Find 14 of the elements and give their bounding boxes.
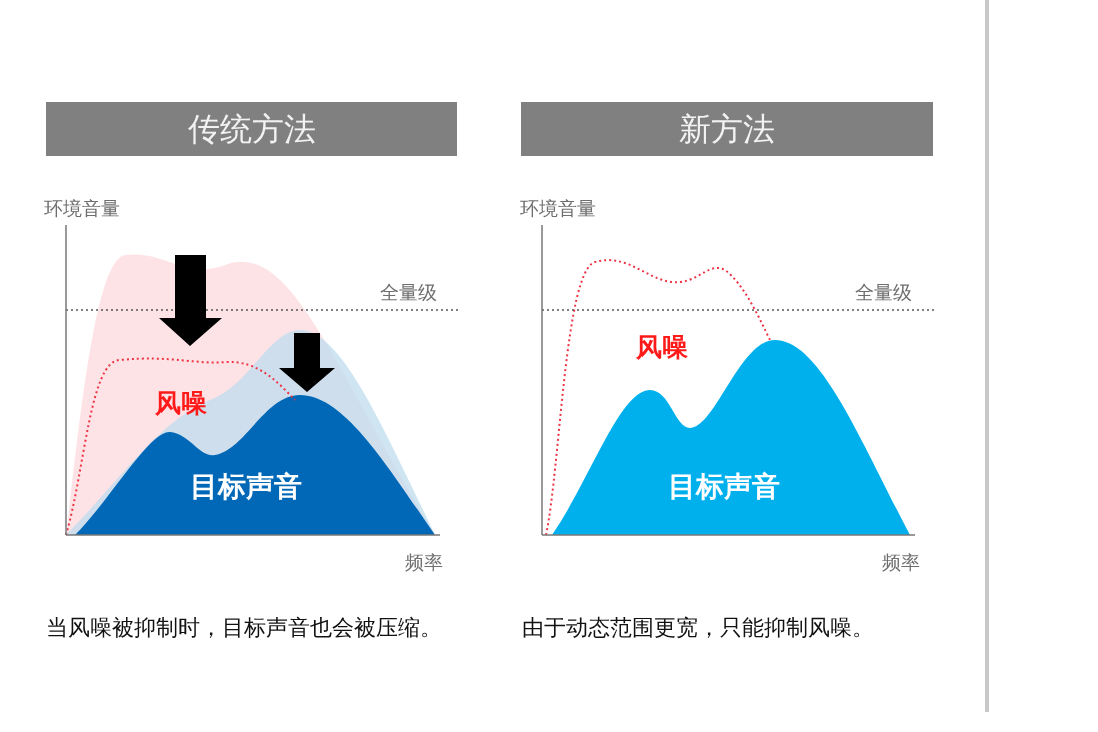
signal-label: 目标声音 [190,469,302,505]
axis-label: 频率 [882,550,920,575]
signal-label: 目标声音 [668,469,780,505]
level-label: 全量级 [380,280,437,305]
noise-label: 风噪 [155,387,207,420]
caption: 由于动态范围更宽，只能抑制风噪。 [522,614,875,642]
title-band: 新方法 [521,102,933,156]
noise-label: 风噪 [636,331,688,364]
axis-label: 环境音量 [44,196,120,221]
caption: 当风噪被抑制时，目标声音也会被压缩。 [46,614,443,642]
level-label: 全量级 [855,280,912,305]
axis-label: 频率 [405,550,443,575]
title-band: 传统方法 [46,102,457,156]
axis-label: 环境音量 [520,196,596,221]
